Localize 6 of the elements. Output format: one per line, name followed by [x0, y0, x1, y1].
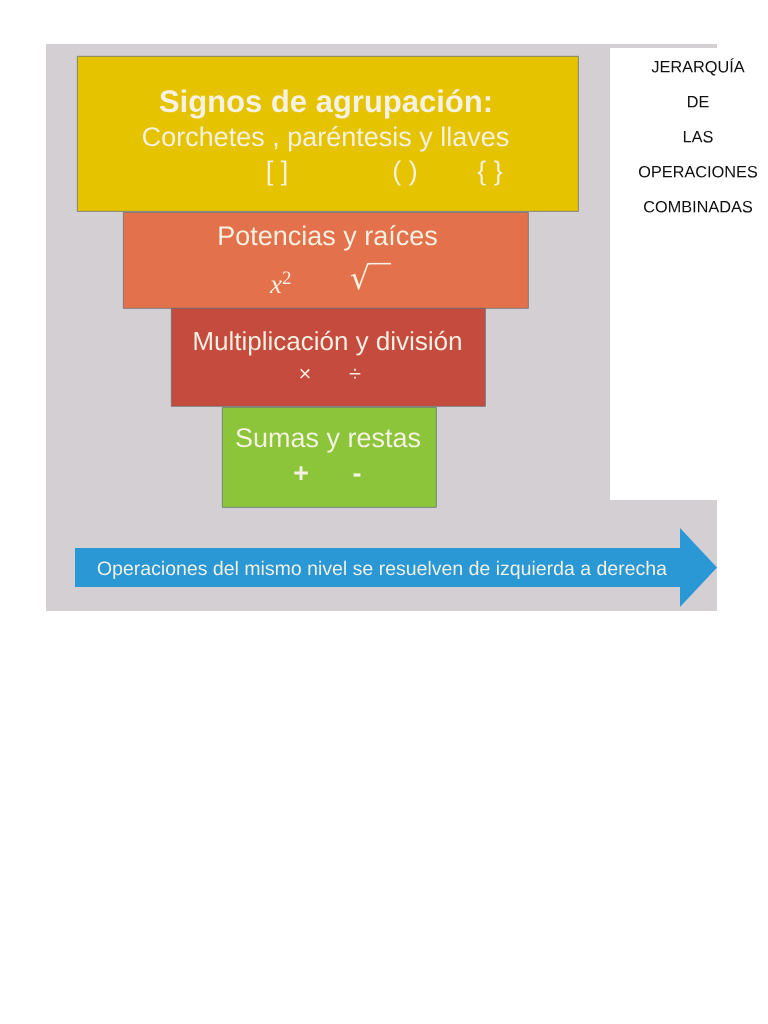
radical-sign: √ [350, 262, 392, 290]
pyramid-tier: Multiplicación y división × ÷ [171, 308, 486, 407]
title: JERARQUÍA DE LAS OPERACIONES COMBINADAS [639, 58, 758, 213]
pyramid-tier: Potencias y raíces x$^{2}$ √ [123, 212, 529, 309]
pyramid-tier: Sumas y restas + - [222, 407, 437, 508]
pyramid-tier: Signos de agrupación: Corchetes , paréntesis y llaves [ ] ( ) { } [77, 56, 579, 212]
